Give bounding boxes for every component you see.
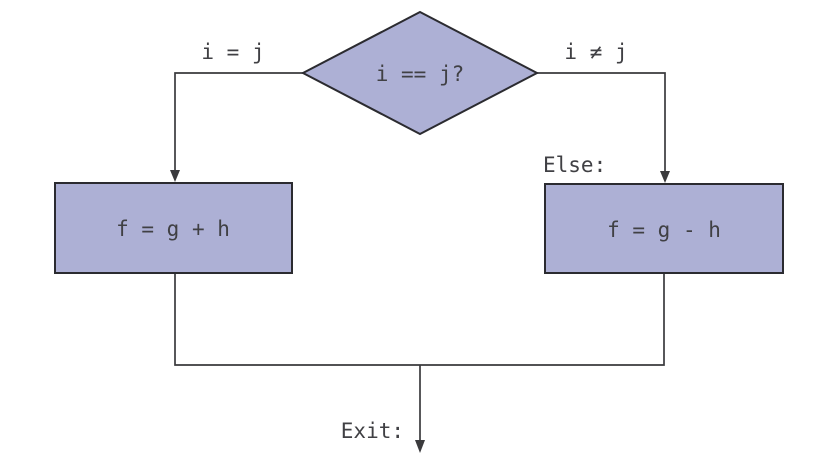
else-annotation: Else: (543, 153, 606, 177)
false-branch-connector (537, 72, 666, 172)
process-box-false (544, 183, 784, 274)
true-branch-arrowhead-icon (170, 170, 180, 182)
merge-connector (174, 273, 665, 366)
true-branch-connector (174, 72, 303, 171)
false-branch-arrowhead-icon (660, 171, 670, 183)
exit-annotation: Exit: (341, 419, 404, 443)
decision-diamond (300, 10, 540, 136)
process-box-true-label: f = g + h (116, 217, 230, 241)
true-branch-label: i = j (201, 40, 264, 64)
exit-arrowhead-icon (415, 440, 425, 453)
decision-label: i == j? (376, 62, 465, 86)
process-box-false-label: f = g - h (607, 218, 721, 242)
process-box-true (54, 182, 293, 274)
false-branch-label: i ≠ j (564, 40, 627, 64)
